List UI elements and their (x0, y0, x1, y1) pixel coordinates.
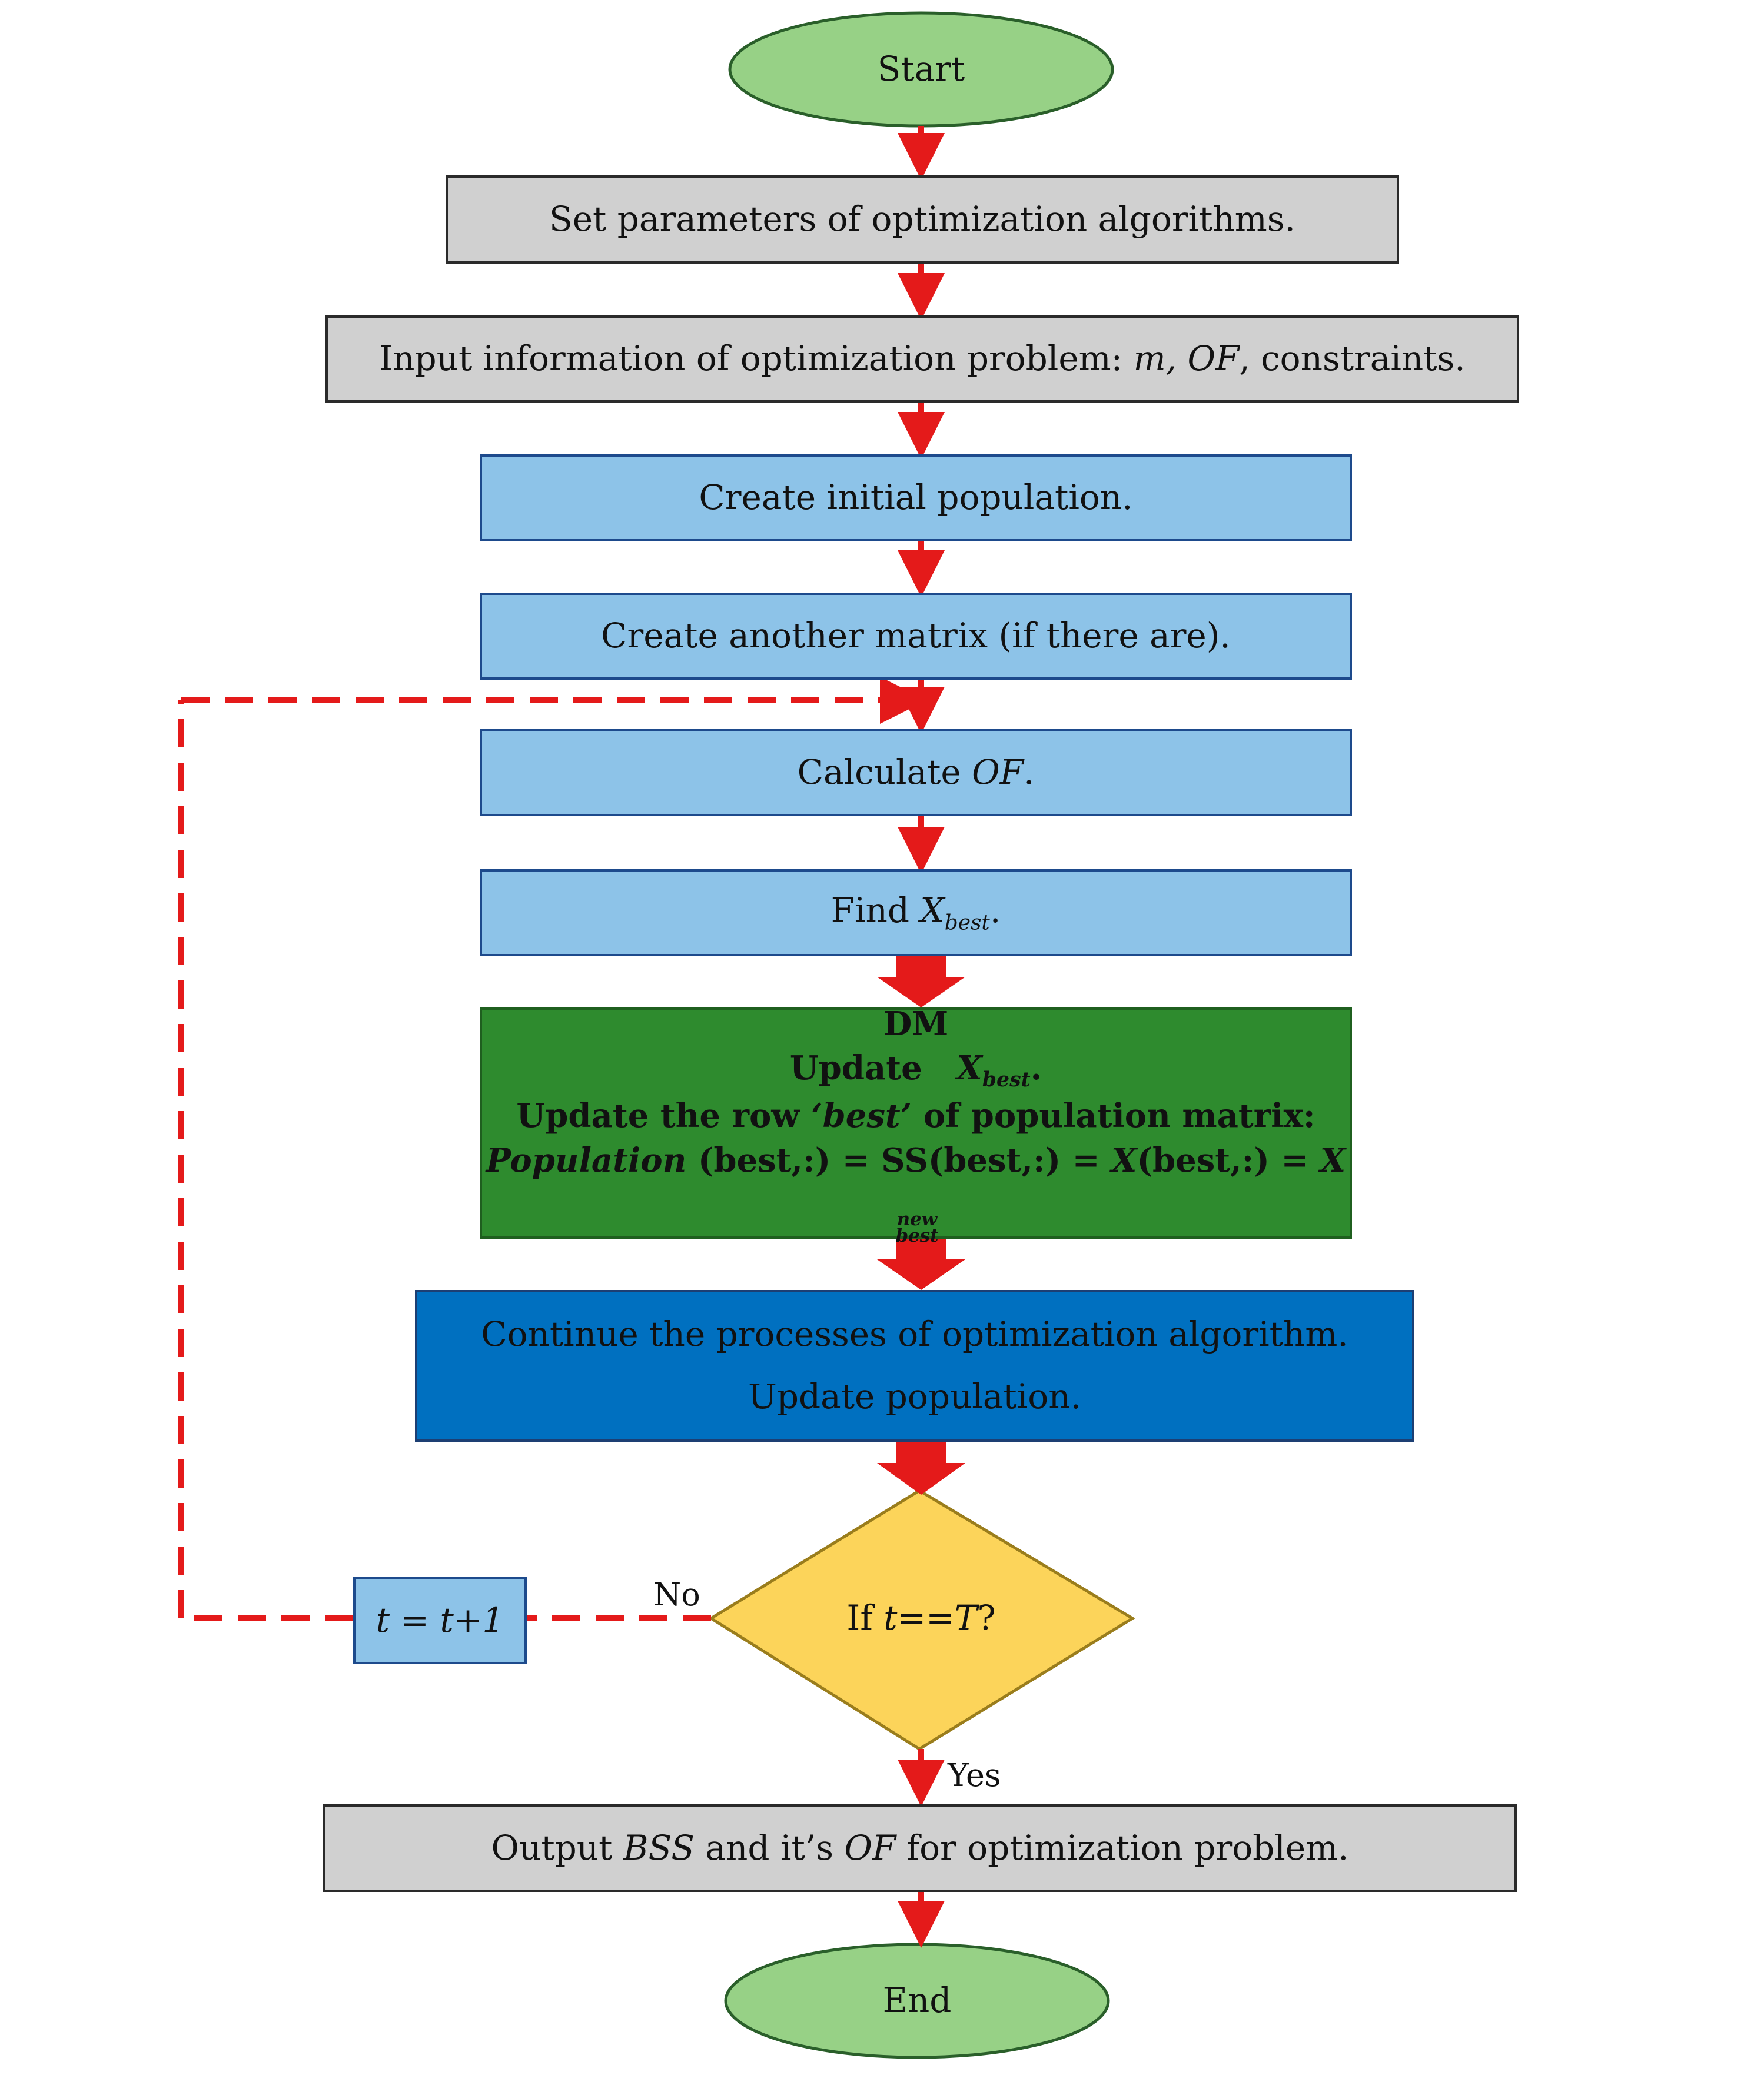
create-population-box: Create initial population. (480, 454, 1352, 541)
calculate-of-box: Calculate OF. (480, 729, 1352, 816)
dm-update-best: Update Xbest. (789, 1049, 1042, 1092)
increment-counter-box: t = t+1 (353, 1577, 527, 1664)
create-matrix-box: Create another matrix (if there are). (480, 593, 1352, 680)
decision-label: If t==T? (846, 1598, 996, 1638)
end-label: End (882, 1980, 952, 2021)
find-best-box: Find Xbest. (480, 869, 1352, 956)
dm-update-row: Update the row ‘best’ of population matr… (516, 1096, 1315, 1136)
dm-population-equation: Population (best,:) = SS(best,:) = X(bes… (486, 1140, 1346, 1246)
continue-processes-box: Continue the processes of optimization a… (415, 1290, 1414, 1442)
block-arrow-dm-to-continue (877, 1239, 965, 1290)
no-label: No (653, 1576, 700, 1613)
dm-box: DM Update Xbest. Update the row ‘best’ o… (480, 1005, 1352, 1245)
set-parameters-box: Set parameters of optimization algorithm… (446, 175, 1399, 264)
loop-back-path (178, 677, 927, 1621)
input-information-box: Input information of optimization proble… (325, 315, 1519, 403)
block-arrow-find-to-dm (877, 956, 965, 1007)
yes-label: Yes (948, 1757, 1001, 1794)
output-box: Output BSS and it’s OF for optimization … (323, 1804, 1517, 1892)
dm-title: DM (883, 1004, 949, 1043)
start-label: Start (877, 49, 965, 89)
block-arrows (877, 956, 965, 1495)
block-arrow-continue-to-decision (877, 1442, 965, 1495)
